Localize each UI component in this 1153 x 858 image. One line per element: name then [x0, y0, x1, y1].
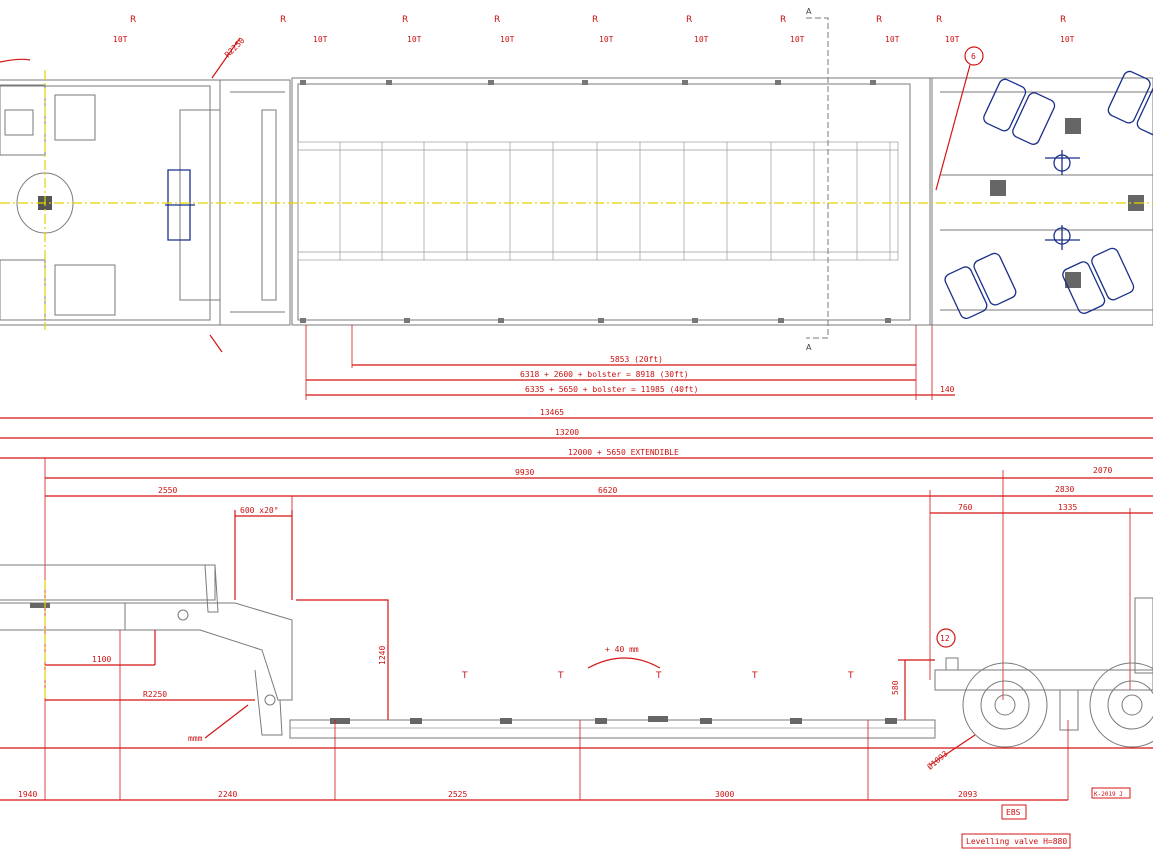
kingpin-plate: [54, 94, 96, 141]
axle-mark-r-3: R: [402, 15, 408, 25]
axle-mark-t-4: 10T: [500, 35, 515, 44]
wheels: [962, 662, 1153, 748]
ebs-box: [1001, 804, 1027, 820]
callout-6-text: 6: [971, 52, 976, 61]
callout-12-text: 12: [940, 634, 950, 643]
dim-760: 760: [958, 503, 973, 512]
dim-2070: 2070: [1093, 466, 1112, 475]
dim-extendible: 12000 + 5650 EXTENDIBLE: [568, 448, 679, 457]
gooseneck-angle: 600 x20°: [240, 506, 279, 515]
bottom-dim-2240: 2240: [218, 790, 237, 799]
axle-mark-t-5: 10T: [599, 35, 614, 44]
dim-2830: 2830: [1055, 485, 1074, 494]
t-mark-3: T: [655, 671, 662, 681]
bottom-dimensions: 1940 2240 2525 3000 2093: [0, 630, 1153, 801]
callout-12: [936, 628, 956, 648]
dim-20ft: 5853 (20ft): [610, 355, 663, 364]
wheel-rear: [1089, 662, 1153, 748]
axle-mark-r-9: R: [936, 15, 942, 25]
ref-box: [1091, 787, 1131, 799]
axle-mark-r-8: R: [876, 15, 882, 25]
axle-mark-r-1: R: [130, 15, 136, 25]
t-mark-5: T: [847, 671, 854, 681]
levelling-box: [961, 833, 1071, 849]
axle-marks: R 10T R 10T R 10T R 10T R 10T R 10T R 10…: [113, 15, 1075, 44]
bottom-dim-3000: 3000: [715, 790, 734, 799]
dim-6620: 6620: [598, 486, 617, 495]
dim-40ft: 6335 + 5650 + bolster = 11985 (40ft): [525, 385, 698, 394]
bottom-dim-2525: 2525: [448, 790, 467, 799]
deck-side: [289, 719, 936, 739]
kingpin-icon: [165, 169, 195, 241]
dim-1335: 1335: [1058, 503, 1077, 512]
top-dimensions: 5853 (20ft) 6318 + 2600 + bolster = 8918…: [305, 325, 955, 400]
axle-mark-r-2: R: [280, 15, 286, 25]
ebs-label: EBS: [1006, 808, 1021, 817]
dim-30ft: 6318 + 2600 + bolster = 8918 (30ft): [520, 370, 689, 379]
height-580: 580: [891, 680, 900, 695]
side-view: 600 x20° 1240 + 40 mm T T T T T 12 580 1…: [0, 506, 1153, 772]
section-a-bottom: A: [806, 343, 812, 352]
radius-r2250-side: R2250: [143, 690, 167, 699]
axle-mark-t-8: 10T: [885, 35, 900, 44]
levelling-label: Levelling valve H=880: [966, 837, 1067, 846]
ref-mark: mmm: [188, 734, 203, 743]
label-boxes: EBS Levelling valve H=880 K-2019 J: [961, 787, 1131, 849]
axle-mark-t-2: 10T: [313, 35, 328, 44]
axle-mark-r-10: R: [1060, 15, 1066, 25]
dim-13465: 13465: [540, 408, 564, 417]
deck-crossmembers: [298, 142, 898, 260]
bottom-dim-2093: 2093: [958, 790, 977, 799]
axle-mark-t-1: 10T: [113, 35, 128, 44]
drawing-ref: K-2019 J: [1094, 791, 1123, 798]
callout-6: [964, 46, 984, 66]
axle-mark-r-6: R: [686, 15, 692, 25]
t-mark-1: T: [461, 671, 468, 681]
tyre-diameter: Ø1093: [925, 748, 950, 771]
dim-9930: 9930: [515, 468, 534, 477]
top-view: A A R2250 6: [0, 7, 1153, 353]
axle-mark-t-9: 10T: [945, 35, 960, 44]
t-mark-4: T: [751, 671, 758, 681]
dim-13200: 13200: [555, 428, 579, 437]
steered-wheels: [944, 70, 1153, 320]
axle-mark-t-6: 10T: [694, 35, 709, 44]
bogie-frame: [934, 669, 1153, 691]
bottom-dim-1940: 1940: [18, 790, 37, 799]
axle-mark-t-3: 10T: [407, 35, 422, 44]
axle-mark-r-4: R: [494, 15, 500, 25]
dim-1100: 1100: [92, 655, 111, 664]
axle-mark-t-10: 10T: [1060, 35, 1075, 44]
axle-mark-r-7: R: [780, 15, 786, 25]
wheel-front: [962, 662, 1048, 748]
axle-mark-r-5: R: [592, 15, 598, 25]
section-a-top: A: [806, 7, 812, 16]
axle-mark-t-7: 10T: [790, 35, 805, 44]
camber-label: + 40 mm: [605, 645, 639, 654]
radius-label-top: R2250: [223, 36, 247, 60]
deck-outline: [291, 77, 933, 326]
height-1240: 1240: [378, 646, 387, 665]
overall-dimensions: 13465 13200 12000 + 5650 EXTENDIBLE 9930…: [0, 408, 1153, 800]
t-mark-2: T: [557, 671, 564, 681]
gooseneck-side: [0, 564, 216, 601]
dim-2550: 2550: [158, 486, 177, 495]
dim-140: 140: [940, 385, 955, 394]
rear-bogie-frame: [929, 77, 1153, 326]
